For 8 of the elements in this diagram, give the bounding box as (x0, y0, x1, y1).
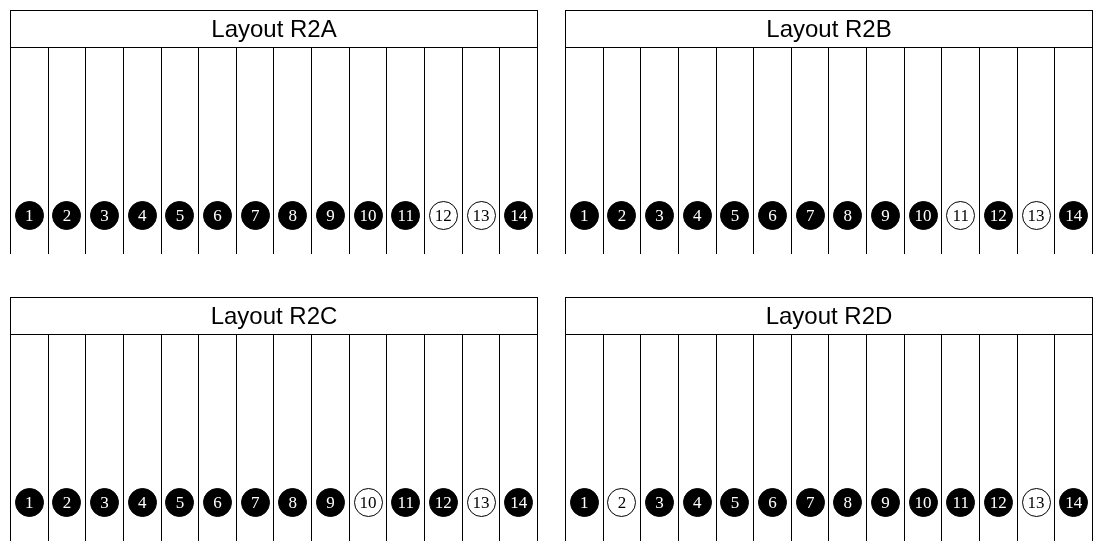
layout-panel (10, 10, 538, 254)
panel-title: Layout R2D (765, 304, 893, 328)
layout-panel (565, 297, 1093, 541)
panel-title: Layout R2C (210, 304, 338, 328)
layout-panel (565, 10, 1093, 254)
layout-panel (10, 297, 538, 541)
panel-title: Layout R2A (211, 17, 337, 41)
panel-title: Layout R2B (766, 17, 892, 41)
